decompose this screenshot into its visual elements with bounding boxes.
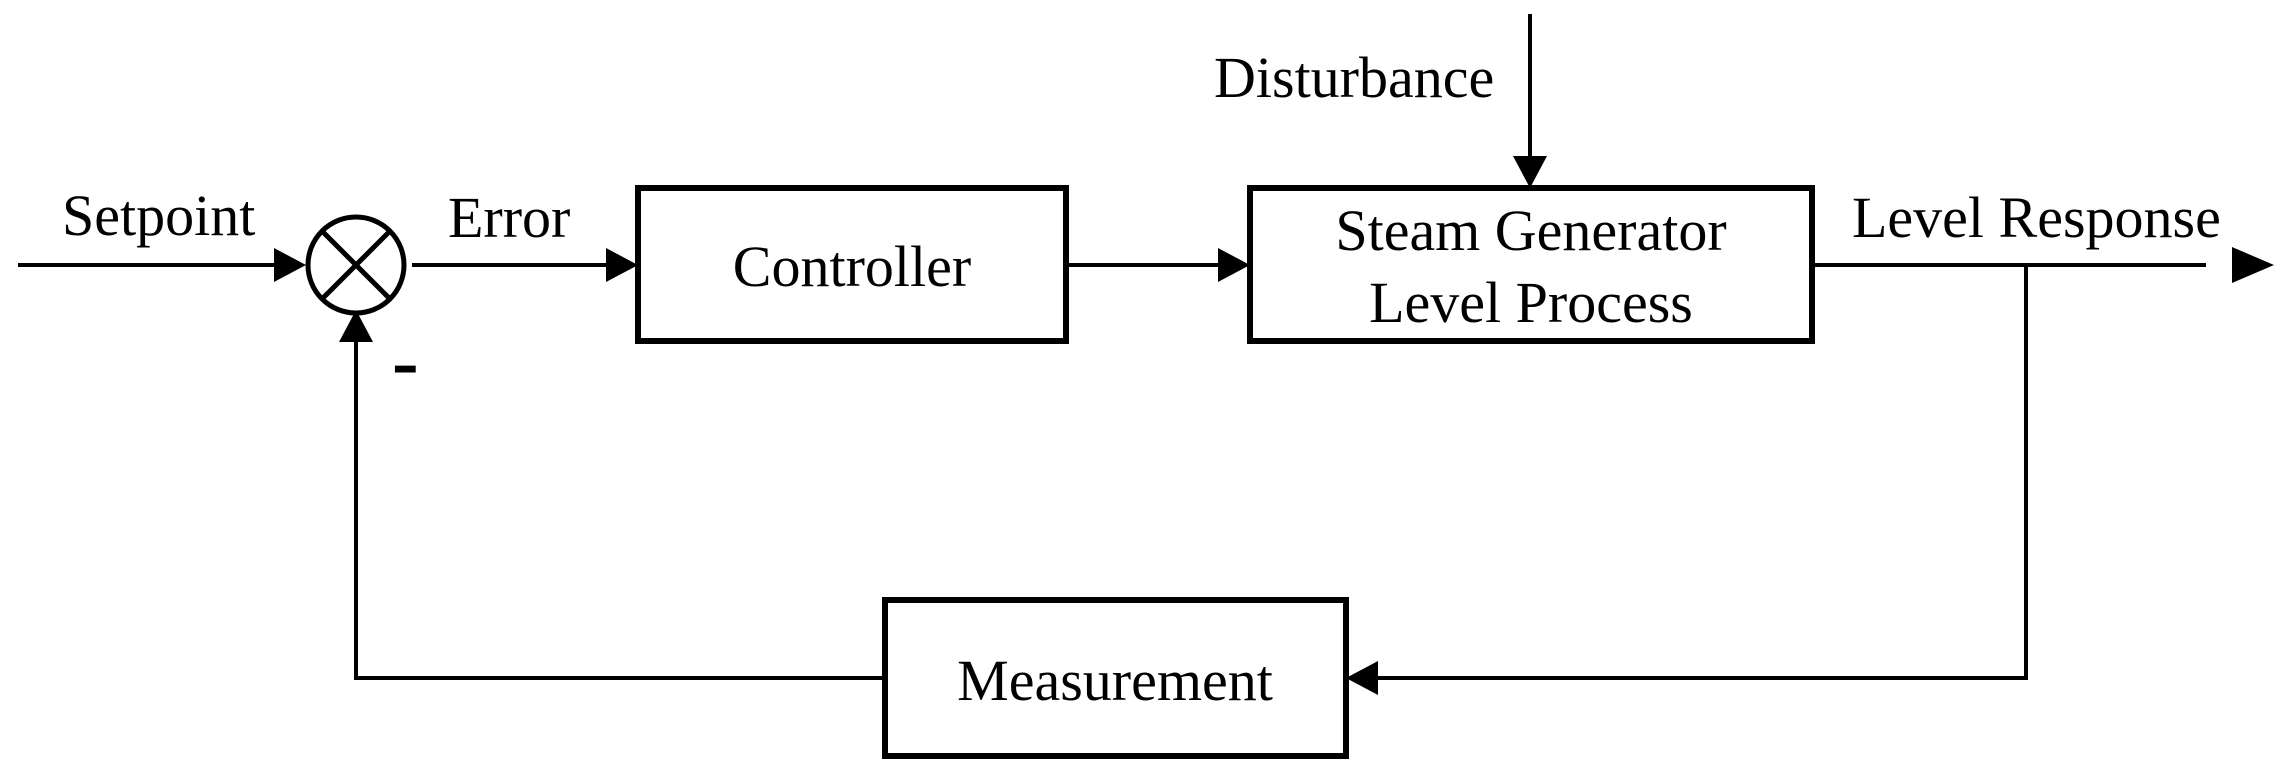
level-response-label: Level Response [1852,185,2221,250]
controller-block [635,185,1069,344]
feedback-wire-right [1376,265,2028,680]
summing-junction [305,214,407,316]
control-signal-arrowhead [1218,248,1250,282]
negative-sign: - [392,318,419,406]
controller-label: Controller [733,234,971,299]
disturbance-arrowhead [1513,156,1547,188]
feedback-arrowhead-measurement [1346,661,1378,695]
disturbance-label: Disturbance [1214,45,1494,110]
measurement-label: Measurement [957,648,1273,713]
process-label-line2: Level Process [1369,270,1693,335]
process-label-line1: Steam Generator [1335,198,1726,263]
feedback-arrowhead-summing [339,310,373,342]
setpoint-label: Setpoint [62,183,255,248]
measurement-block [882,597,1349,759]
error-arrowhead [606,248,638,282]
setpoint-arrowhead [274,248,306,282]
feedback-wire-left [354,338,885,680]
output-arrowhead [2232,247,2274,283]
process-block [1247,185,1815,344]
error-label: Error [448,185,570,250]
